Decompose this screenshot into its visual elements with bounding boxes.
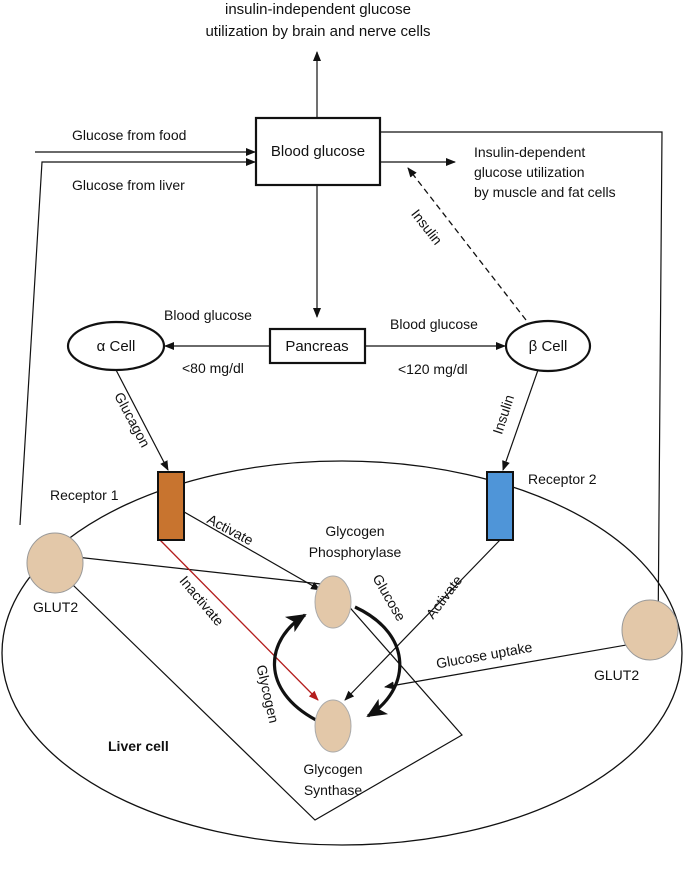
low-threshold-label: <80 mg/dl [182, 360, 244, 376]
arrow-glucose-from-liver [19, 158, 256, 526]
synthase-line1: Glycogen [303, 761, 362, 777]
synthase-line2: Synthase [304, 782, 363, 798]
receptor-1-label: Receptor 1 [50, 487, 119, 503]
activate-right-label: Activate [423, 572, 466, 622]
glycogen-cycle-region [38, 552, 463, 821]
glucose-from-liver-label: Glucose from liver [72, 177, 185, 193]
blood-glucose-box [254, 116, 382, 187]
insulin-dashed-label: Insulin [408, 206, 446, 248]
top-utilization-line2: utilization by brain and nerve cells [205, 23, 430, 40]
receptor-2-label: Receptor 2 [528, 471, 597, 487]
beta-cell-label: β Cell [529, 338, 568, 355]
glut2-right [621, 599, 679, 661]
phosphorylase-line1: Glycogen [325, 523, 384, 539]
cycle-glycogen-label: Glycogen [253, 663, 282, 724]
insulin-dependent-line3: by muscle and fat cells [474, 184, 616, 200]
phosphorylase-line2: Phosphorylase [309, 544, 402, 560]
glycogen-phosphorylase [314, 575, 352, 629]
activate-left-label: Activate [205, 511, 257, 549]
insulin-dependent-line1: Insulin-dependent [474, 144, 585, 160]
insulin-beta-label: Insulin [489, 393, 517, 436]
blood-glucose-left-label: Blood glucose [164, 307, 252, 323]
blood-glucose-right-label: Blood glucose [390, 316, 478, 332]
cycle-arc-glycogen [272, 613, 317, 722]
glucagon-label: Glucagon [111, 389, 153, 449]
top-utilization-line1: insulin-independent glucose [225, 1, 411, 18]
glycogen-synthase [314, 699, 352, 753]
arrow-glucagon [114, 367, 169, 471]
cycle-arc-glucose [354, 605, 402, 718]
pancreas-box [268, 327, 367, 365]
liver-cell-label: Liver cell [108, 738, 169, 754]
arrow-insulin-beta [502, 369, 539, 471]
glut2-left [26, 532, 84, 594]
pancreas-label: Pancreas [285, 338, 348, 355]
alpha-cell-label: α Cell [97, 338, 136, 355]
high-threshold-label: <120 mg/dl [398, 361, 468, 377]
arrow-glucose-uptake [384, 639, 656, 690]
glut2-right-label: GLUT2 [594, 667, 639, 683]
receptor-2 [486, 471, 514, 541]
arrow-activate-phosphorylase [171, 504, 321, 591]
arrow-activate-synthase [344, 539, 501, 701]
receptor-1 [157, 471, 185, 541]
beta-cell [504, 319, 592, 373]
alpha-cell [66, 320, 166, 372]
cycle-glucose-label: Glucose [370, 571, 410, 624]
arrow-inactivate-synthase [159, 539, 319, 701]
insulin-dependent-line2: glucose utilization [474, 164, 585, 180]
blood-glucose-label: Blood glucose [271, 143, 365, 160]
glut2-left-label: GLUT2 [33, 599, 78, 615]
line-blood-to-right-glut2 [380, 131, 663, 641]
arrow-insulin-to-blood [407, 167, 527, 321]
liver-cell-membrane [1, 460, 683, 846]
glucose-from-food-label: Glucose from food [72, 127, 186, 143]
glucose-uptake-label: Glucose uptake [435, 639, 534, 672]
